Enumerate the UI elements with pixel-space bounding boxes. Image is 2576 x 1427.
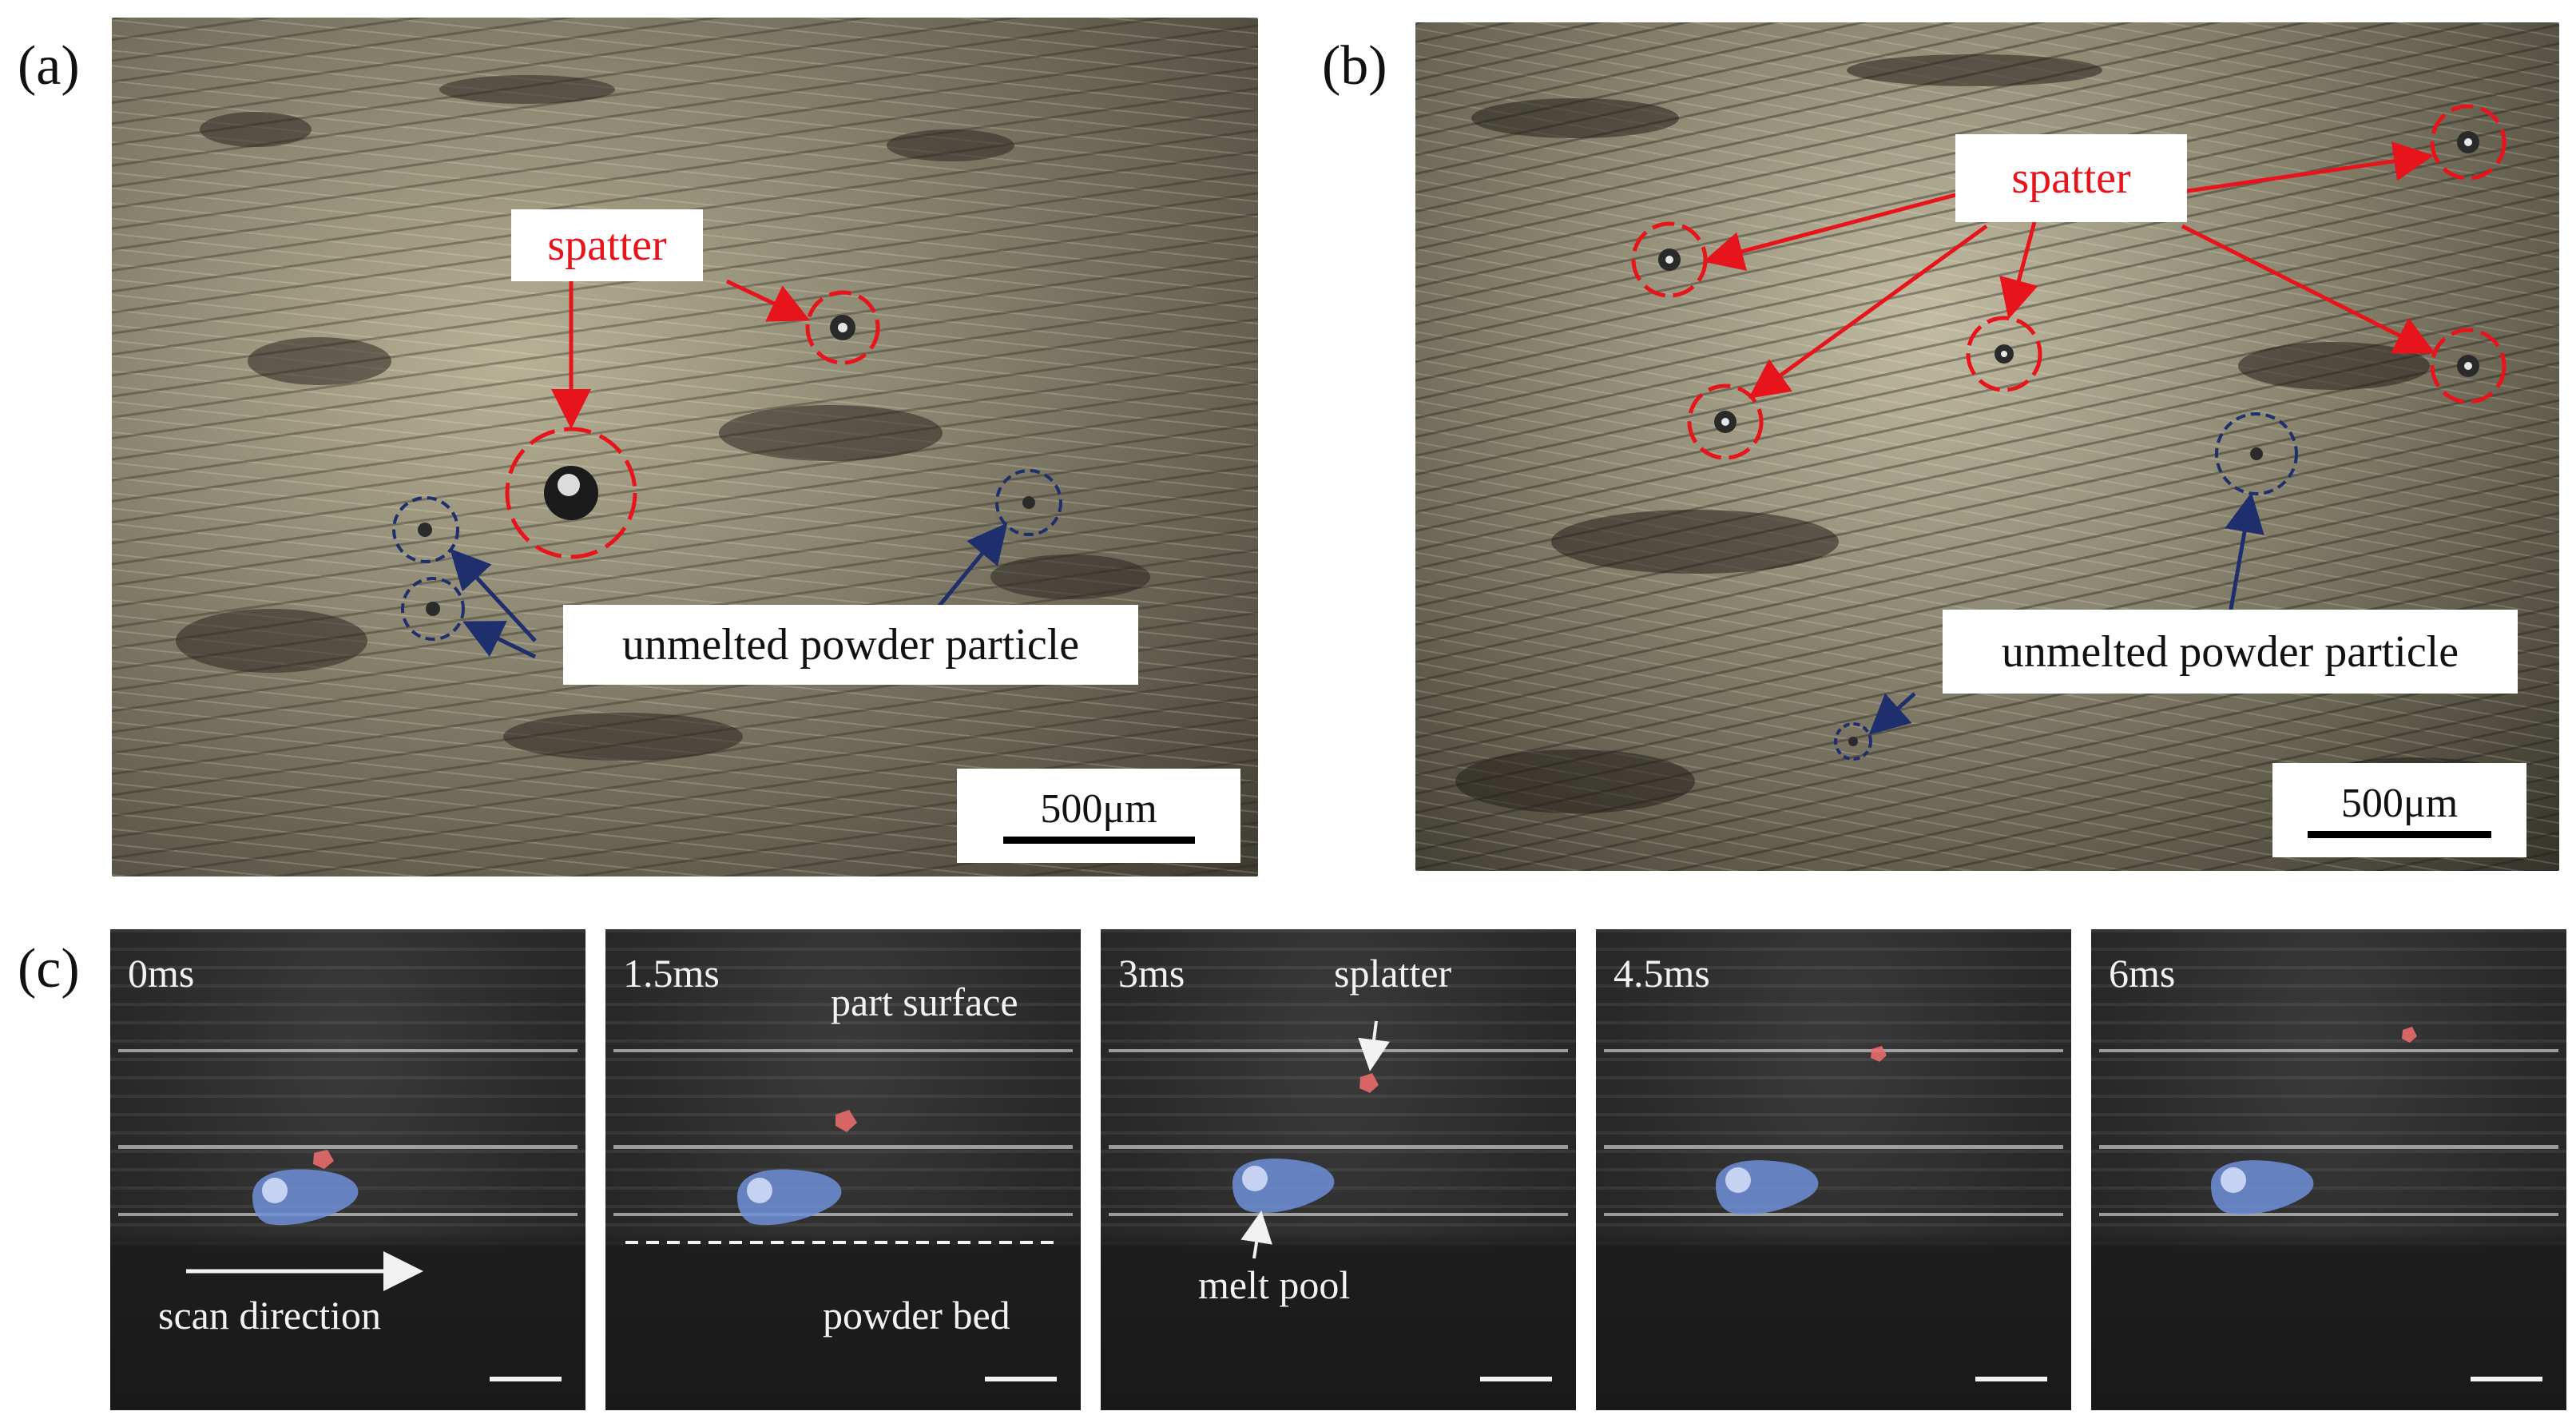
video-frame-6ms: 6ms: [2091, 929, 2566, 1410]
micrograph-a-overlay: [176, 75, 1150, 761]
frame-0ms-overlay: [118, 1049, 578, 1291]
spatter-label-b: spatter: [1955, 134, 2187, 222]
powder-bed-label: powder bed: [823, 1293, 1010, 1338]
panel-label-b: (b): [1322, 35, 1387, 97]
micrograph-a: spatter unmelted powder particle 500μm: [112, 18, 1258, 876]
powder-label-b: unmelted powder particle: [1943, 610, 2518, 694]
frame-3ms-overlay: [1109, 1020, 1568, 1259]
scale-line-a: [1002, 836, 1195, 844]
frame-0ms-scale-bar: [490, 1377, 562, 1381]
frame-1-5ms-time: 1.5ms: [623, 951, 720, 996]
melt-pool-label: melt pool: [1198, 1262, 1351, 1307]
panel-label-c: (c): [18, 938, 80, 1000]
scale-line-b: [2308, 830, 2491, 838]
frame-6ms-overlay: [2099, 1027, 2558, 1216]
scale-bar-b: 500μm: [2272, 763, 2526, 857]
frame-4-5ms-scale-bar: [1975, 1377, 2047, 1381]
micrograph-b: spatter unmelted powder particle 500μm: [1415, 22, 2559, 871]
frame-3ms-scale-bar: [1480, 1377, 1552, 1381]
frame-1-5ms-overlay: [613, 1049, 1073, 1244]
frame-3ms-time: 3ms: [1118, 951, 1185, 996]
frame-6ms-scale-bar: [2471, 1377, 2542, 1381]
panel-label-a: (a): [18, 35, 80, 97]
scale-text-b: 500μm: [2340, 780, 2459, 826]
video-frame-0ms: 0ms scan direction: [110, 929, 585, 1410]
video-frame-3ms: 3ms splatter melt pool: [1101, 929, 1576, 1410]
video-frame-1-5ms: 1.5ms part surface powder bed: [605, 929, 1081, 1410]
splatter-label: splatter: [1334, 951, 1452, 996]
frame-4-5ms-time: 4.5ms: [1613, 951, 1710, 996]
frame-0ms-time: 0ms: [128, 951, 195, 996]
part-surface-label: part surface: [831, 980, 1018, 1024]
frame-4-5ms-overlay: [1604, 1046, 2063, 1216]
scale-text-a: 500μm: [1040, 785, 1157, 832]
scan-direction-label: scan direction: [158, 1293, 382, 1338]
spatter-label-a: spatter: [511, 209, 703, 281]
video-frame-4-5ms: 4.5ms: [1596, 929, 2071, 1410]
powder-label-a: unmelted powder particle: [563, 605, 1138, 685]
frame-1-5ms-scale-bar: [985, 1377, 1057, 1381]
scale-bar-a: 500μm: [957, 769, 1240, 863]
frame-6ms-time: 6ms: [2109, 951, 2176, 996]
